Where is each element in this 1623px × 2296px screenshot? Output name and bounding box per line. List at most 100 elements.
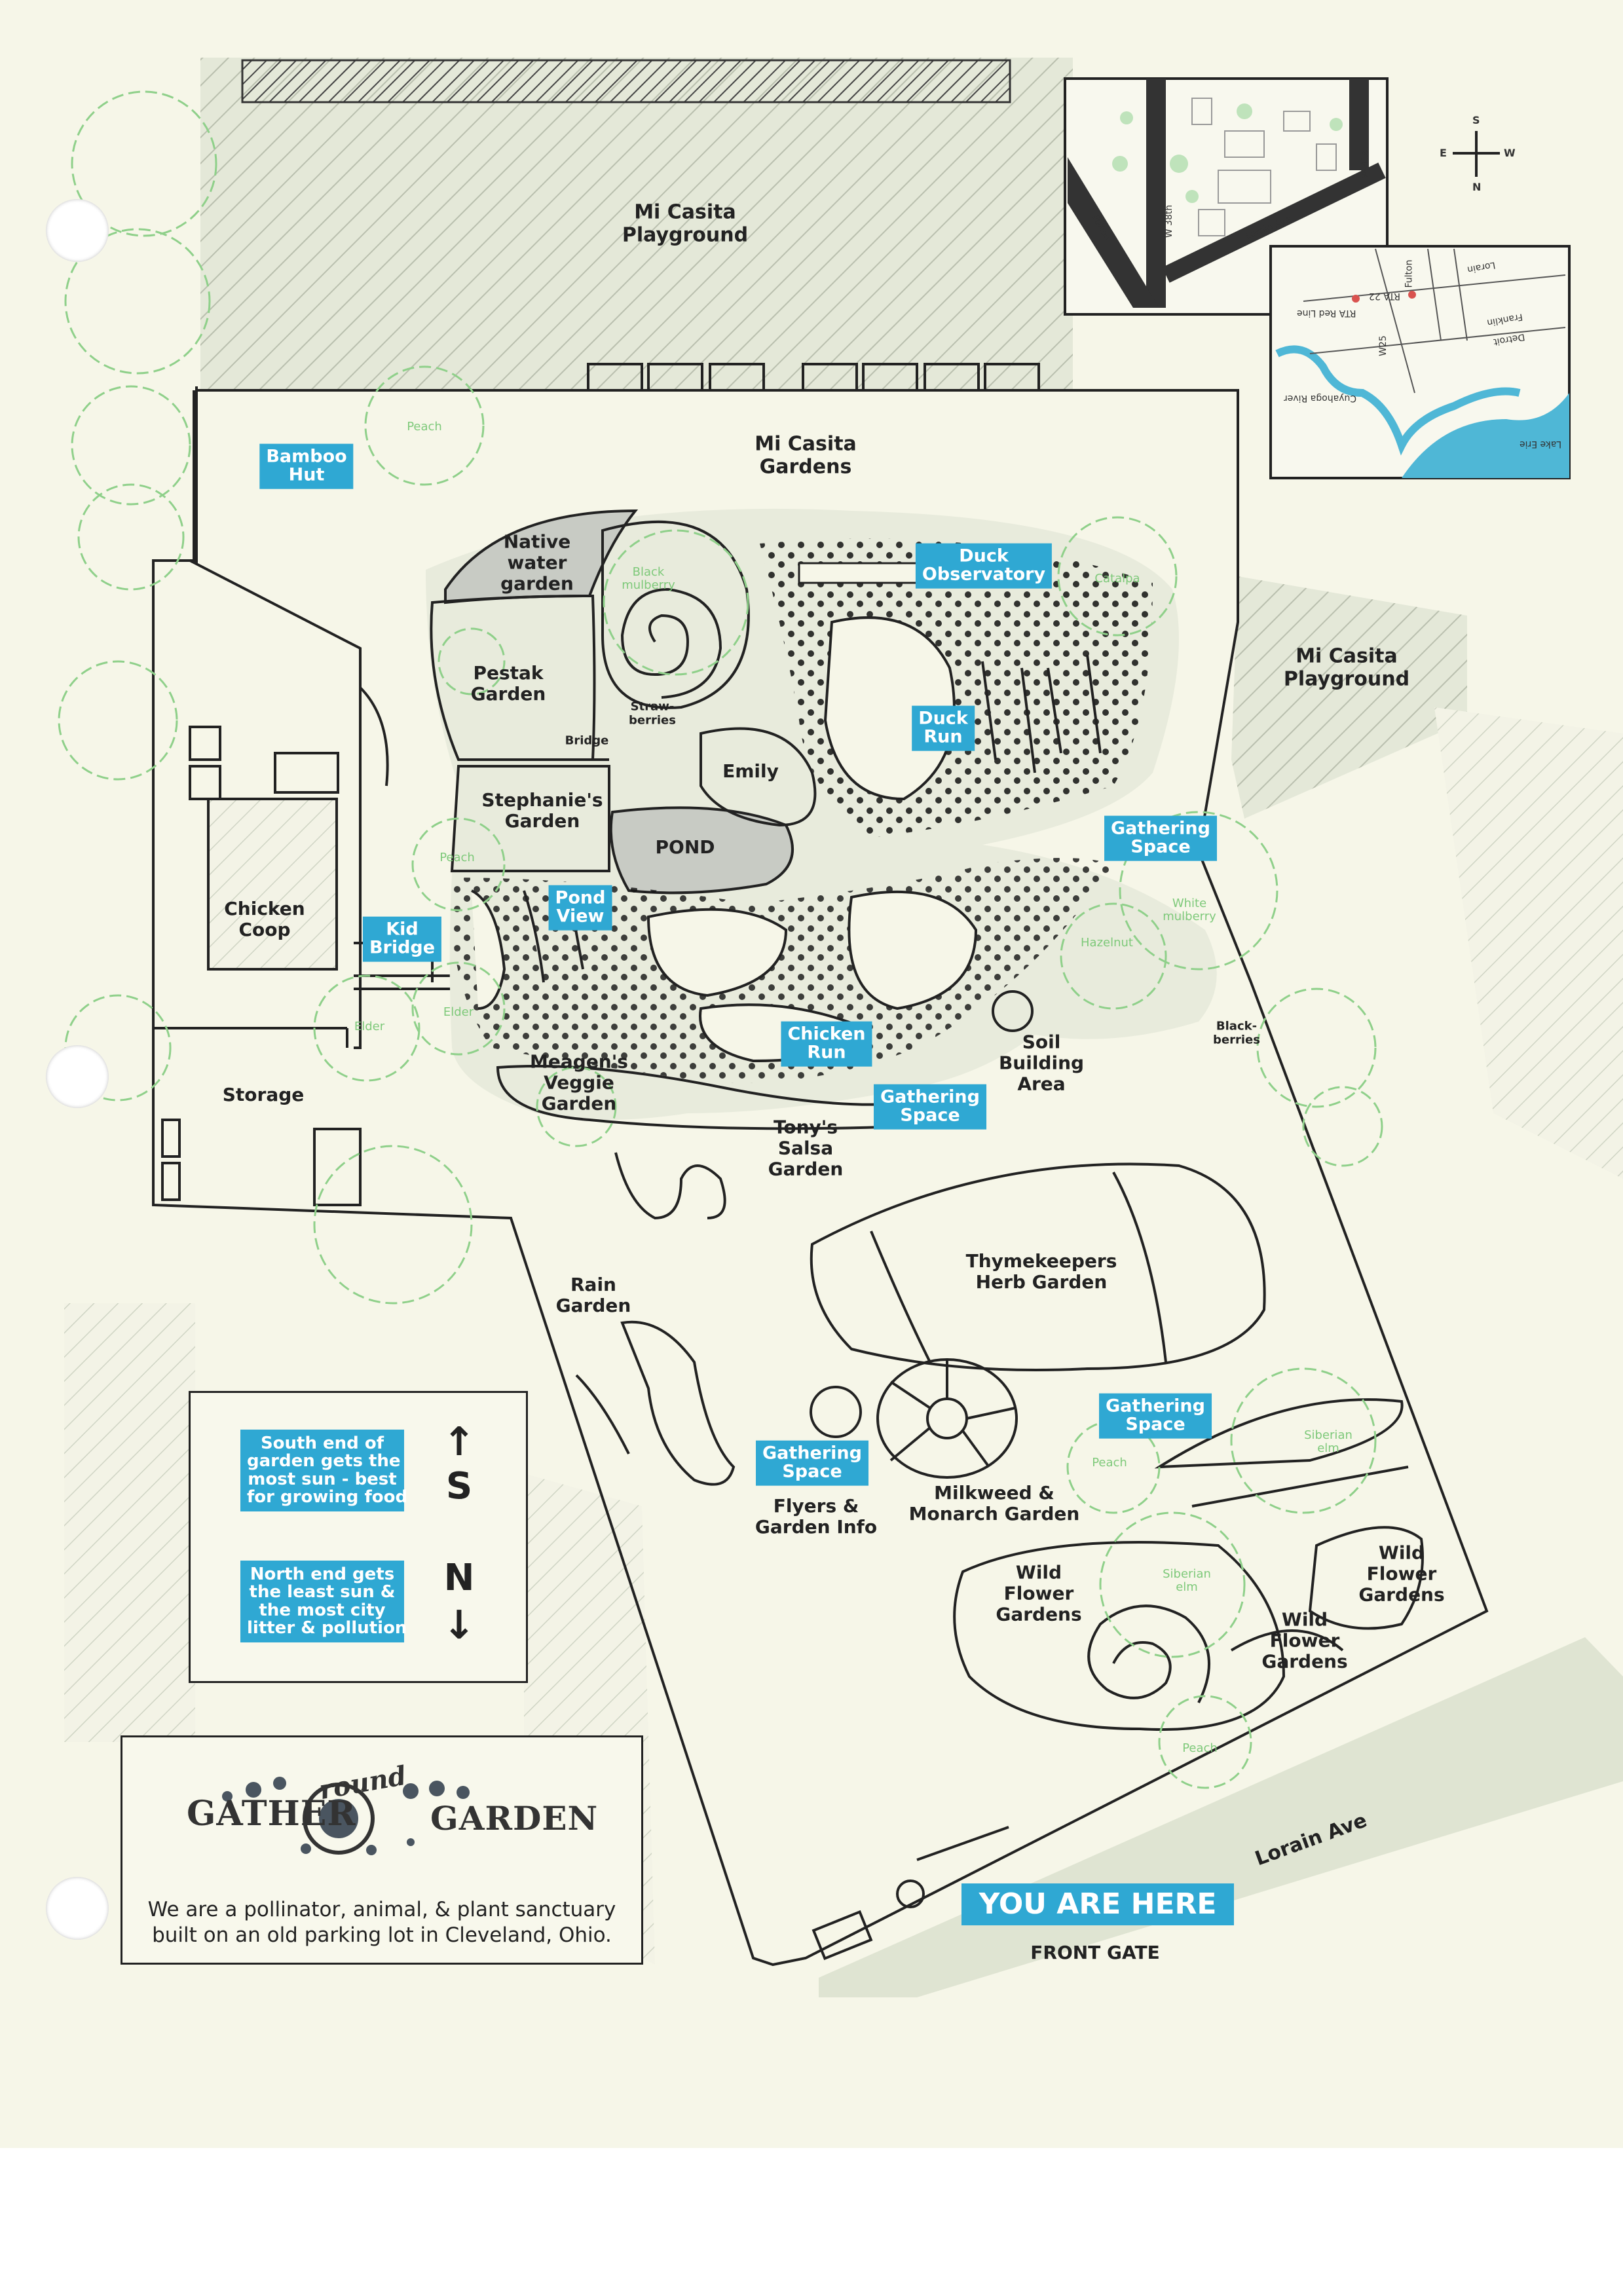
- label-wild-flower-gardens-1: Wild Flower Gardens: [996, 1561, 1082, 1626]
- gate-line: [916, 1826, 1009, 1861]
- wild-flower-1: [953, 1541, 1286, 1731]
- pond: [609, 806, 794, 895]
- tree-peach-4: Peach: [1182, 1741, 1218, 1756]
- elm-bed: [1154, 1398, 1409, 1508]
- right-light-hatch: [1434, 707, 1623, 1179]
- compass-w: W: [1504, 147, 1516, 159]
- buildings: [153, 559, 458, 1206]
- inset-w41st: W 41st: [1360, 146, 1371, 179]
- label-blackberries: Black- berries: [1213, 1019, 1260, 1046]
- city-w25: W25: [1377, 335, 1389, 356]
- tree-elder-1: Elder: [354, 1020, 385, 1034]
- tree-hazelnut: Hazelnut: [1081, 936, 1133, 950]
- tag-gathering-space-3: Gathering Space: [1099, 1393, 1212, 1439]
- tag-bamboo-hut: Bamboo Hut: [259, 443, 354, 489]
- compass-n: N: [1472, 181, 1482, 193]
- label-mi-casita-playground-top: Mi Casita Playground: [622, 200, 749, 246]
- label-pond: POND: [655, 836, 715, 858]
- thymekeepers-line: [870, 1172, 1167, 1363]
- city-fulton: Fulton: [1404, 259, 1415, 288]
- logo-word-garden: GARDEN: [430, 1799, 599, 1838]
- binder-hole-bottom: [46, 1877, 109, 1940]
- legend-north-text: North end gets the least sun & the most …: [240, 1561, 407, 1643]
- label-mi-casita-playground-right: Mi Casita Playground: [1283, 644, 1410, 690]
- right-playground-area: [1231, 576, 1467, 819]
- binder-hole-middle: [46, 1045, 109, 1108]
- tree-catalpa: Catalpa: [1094, 572, 1140, 586]
- city-rta-red-line: RTA Red Line: [1297, 308, 1356, 318]
- label-emily: Emily: [722, 760, 779, 782]
- sun-legend: South end of garden gets the most sun - …: [189, 1391, 528, 1683]
- label-front-gate: FRONT GATE: [1030, 1941, 1160, 1963]
- label-rain-garden: Rain Garden: [555, 1273, 631, 1316]
- top-playground-area: [200, 58, 1073, 389]
- thymekeepers-bed: [810, 1162, 1266, 1371]
- binder-hole-top: [46, 199, 109, 262]
- logo-box: GATHER round GARDEN We are a pollinator,…: [121, 1735, 643, 1965]
- label-mi-casita-gardens: Mi Casita Gardens: [755, 432, 857, 478]
- tree-peach-1: Peach: [407, 420, 442, 434]
- tree-siberian-elm-2: Siberian elm: [1163, 1567, 1211, 1594]
- stephanies-garden: [450, 765, 610, 872]
- city-lake-erie: Lake Erie: [1520, 439, 1562, 449]
- label-meagens-veggie-garden: Meagen's Veggie Garden: [530, 1050, 628, 1115]
- city-inset: [1269, 245, 1571, 479]
- garden-boundary: [152, 389, 1489, 1967]
- tag-chicken-run: Chicken Run: [781, 1021, 872, 1067]
- logo-word-gather: GATHER: [187, 1794, 356, 1834]
- tag-gathering-space-1: Gathering Space: [1104, 815, 1217, 861]
- tree-white-mulberry: White mulberry: [1163, 897, 1216, 923]
- label-soil-building-area: Soil Building Area: [998, 1031, 1085, 1096]
- label-storage: Storage: [222, 1083, 305, 1105]
- label-thymekeepers-herb-garden: Thymekeepers Herb Garden: [965, 1250, 1117, 1293]
- label-pestak-garden: Pestak Garden: [470, 661, 546, 705]
- city-cuyahoga: Cuyahoga River: [1284, 393, 1357, 403]
- tree-black-mulberry: Black mulberry: [622, 565, 675, 592]
- city-rta-22: RTA 22: [1369, 291, 1401, 301]
- compass-e: E: [1440, 147, 1447, 159]
- wild-flower-2: [1230, 1526, 1424, 1652]
- logo-illustration: [222, 1777, 470, 1855]
- gate-circle: [896, 1879, 925, 1908]
- tonys-salsa-path: [614, 1152, 726, 1220]
- strawberry-spiral: [620, 587, 722, 699]
- rain-garden-bed: [575, 1320, 736, 1486]
- tag-pond-view: Pond View: [548, 885, 612, 931]
- up-arrow-icon: ↑: [442, 1419, 476, 1465]
- legend-n-letter: N: [443, 1557, 475, 1599]
- label-stephanies-garden: Stephanie's Garden: [481, 788, 603, 832]
- flyers-circle: [810, 1386, 862, 1438]
- milkweed-wheel: [876, 1358, 1018, 1479]
- label-flyers-garden-info: Flyers & Garden Info: [755, 1494, 878, 1538]
- down-arrow-icon: ↓: [442, 1602, 476, 1648]
- tree-peach-2: Peach: [439, 851, 475, 865]
- legend-s-letter: S: [445, 1465, 473, 1508]
- logo-tagline: We are a pollinator, animal, & plant san…: [147, 1898, 616, 1947]
- compass: [1453, 131, 1500, 177]
- top-hatched-strip: [241, 59, 1011, 103]
- compass-s: S: [1472, 114, 1480, 126]
- gate-box: [811, 1910, 873, 1961]
- label-wild-flower-gardens-3: Wild Flower Gardens: [1261, 1608, 1348, 1673]
- inset-w38th: W 38th: [1164, 204, 1175, 238]
- tree-elder-2: Elder: [443, 1005, 474, 1020]
- emily-bed: [700, 727, 817, 827]
- tag-kid-bridge: Kid Bridge: [362, 916, 442, 962]
- tag-duck-run: Duck Run: [912, 705, 975, 751]
- label-chicken-coop: Chicken Coop: [224, 897, 305, 940]
- lorain-ave-street: [819, 1637, 1623, 1997]
- tree-siberian-elm-1: Siberian elm: [1304, 1428, 1352, 1455]
- label-bridge: Bridge: [565, 733, 609, 748]
- label-milkweed-monarch-garden: Milkweed & Monarch Garden: [908, 1481, 1080, 1525]
- label-wild-flower-gardens-2: Wild Flower Gardens: [1358, 1542, 1445, 1606]
- tree-peach-3: Peach: [1092, 1456, 1127, 1470]
- label-tonys-salsa-garden: Tony's Salsa Garden: [768, 1116, 844, 1181]
- strawberry-bed: [601, 520, 750, 709]
- pestak-garden: [430, 594, 596, 761]
- left-light-hatch: [64, 1303, 195, 1742]
- you-are-here-badge: YOU ARE HERE: [961, 1883, 1234, 1925]
- legend-south-text: South end of garden gets the most sun - …: [240, 1430, 407, 1512]
- tree-canopies: [58, 90, 1383, 1789]
- tag-gathering-space-2: Gathering Space: [874, 1084, 986, 1130]
